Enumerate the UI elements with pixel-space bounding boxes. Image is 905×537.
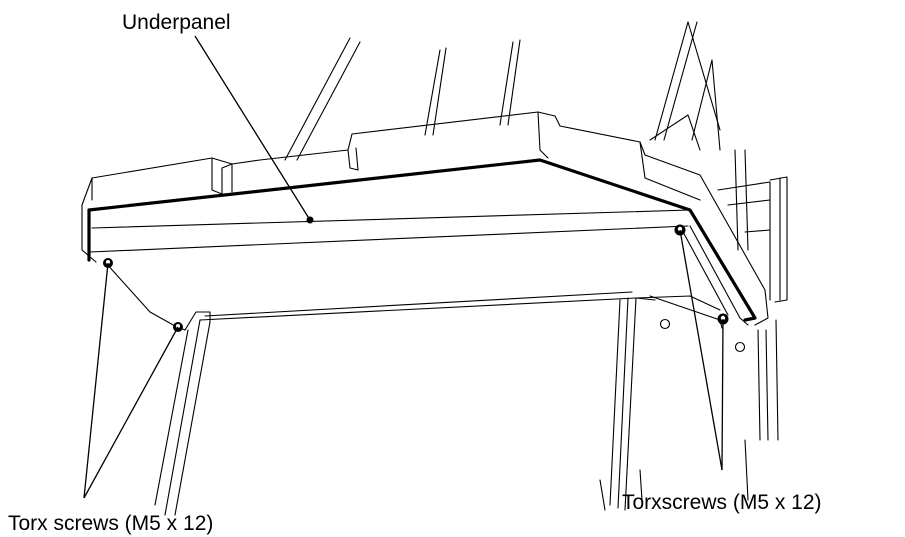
torx-right-leader-1: [679, 229, 723, 471]
underpanel-body: [81, 111, 769, 326]
torx-screws-right-label: Torxscrews (M5 x 12): [622, 491, 822, 514]
underpanel-leader-dot: [306, 216, 314, 224]
torx-left-leader-2: [83, 326, 179, 499]
torx-right-leader-2: [721, 318, 724, 471]
underpanel-label: Underpanel: [122, 11, 231, 34]
torx-left-leader-1: [83, 262, 109, 499]
underpanel-leader: [194, 35, 311, 221]
leader-lines: [83, 35, 724, 499]
lower-frame: [104, 261, 749, 516]
background-frame: [284, 21, 788, 441]
torx-screws-left-label: Torx screws (M5 x 12): [8, 512, 213, 535]
